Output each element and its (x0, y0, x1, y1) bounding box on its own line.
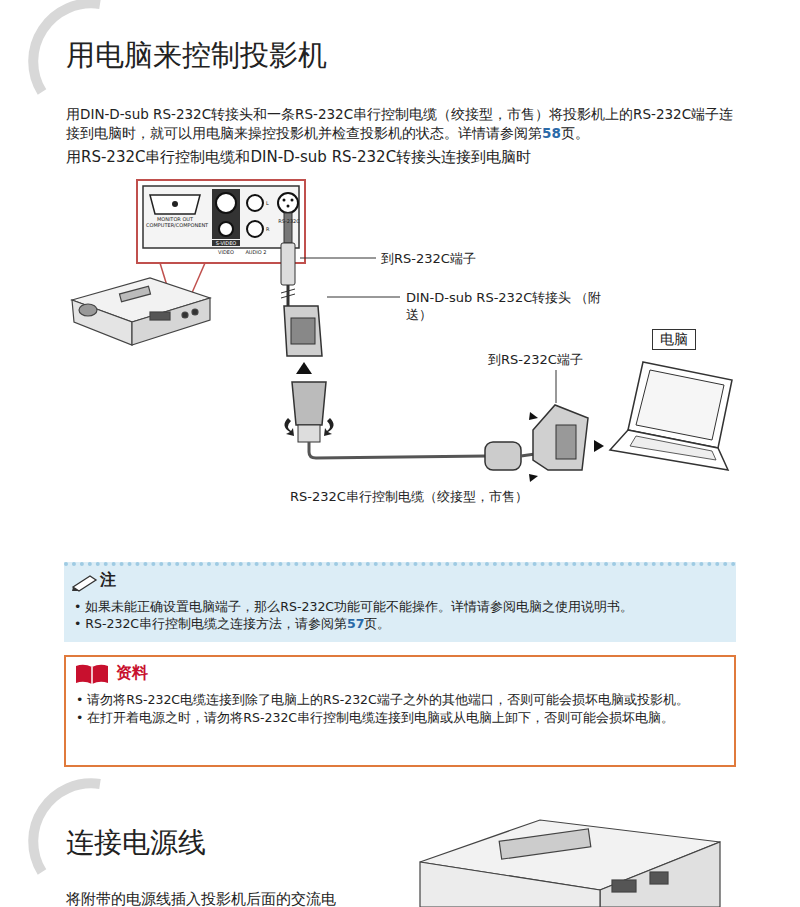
info-body: • 请勿将RS-232C电缆连接到除了电脑上的RS-232C端子之外的其他端口，… (66, 657, 734, 735)
note-text: 页。 (364, 616, 390, 631)
callout-label: 到RS-232C端子 (488, 351, 583, 369)
port-label: VIDEO (212, 249, 240, 255)
intro-paragraph: 用DIN-D-sub RS-232C转接头和一条RS-232C串行控制电缆（绞接… (66, 105, 742, 143)
info-item: • 请勿将RS-232C电缆连接到除了电脑上的RS-232C端子之外的其他端口，… (76, 691, 724, 709)
port-label: RS-232C (275, 218, 303, 224)
intro-text: 用DIN-D-sub RS-232C转接头和一条RS-232C串行控制电缆（绞接… (66, 106, 733, 141)
info-heading: 资料 (116, 663, 148, 684)
rear-panel (143, 186, 299, 248)
page-title: 用电脑来控制投影机 (66, 38, 327, 72)
body-text: 将附带的电源线插入投影机后面的交流电 (66, 890, 336, 907)
note-body: • 如果未能正确设置电脑端子，那么RS-232C功能可能不能操作。详情请参阅电脑… (64, 566, 736, 640)
callout-label: 到RS-232C端子 (381, 250, 476, 268)
computer-label-box: 电脑 (652, 329, 696, 350)
cable-label: RS-232C串行控制电缆（绞接型，市售） (290, 488, 528, 506)
cable (309, 442, 487, 458)
leader-line (556, 370, 557, 403)
arrow (296, 362, 312, 374)
note-item: • RS-232C串行控制电缆之连接方法，请参阅第57页。 (74, 615, 726, 632)
panel-callout (137, 180, 305, 263)
projector (72, 278, 210, 345)
pencil-icon (70, 572, 100, 592)
page-ref: 57 (347, 616, 364, 631)
laptop (610, 362, 732, 470)
leader-line (327, 297, 400, 298)
adapter (284, 306, 322, 356)
port-label: L (266, 200, 269, 206)
port-label: R (266, 226, 269, 232)
info-item: • 在打开着电源之时，请勿将RS-232C串行控制电缆连接到电脑或从电脑上卸下，… (76, 709, 724, 727)
port-label: MONITOR OUT COMPUTER/COMPONENT (146, 216, 204, 228)
ferrite-core (485, 442, 521, 470)
info-panel: 资料 • 请勿将RS-232C电缆连接到除了电脑上的RS-232C端子之外的其他端… (64, 655, 736, 767)
arrow (594, 440, 604, 452)
projector-bottom (420, 820, 720, 907)
pc-connector (533, 405, 588, 470)
db9-plug (292, 382, 326, 425)
note-panel: 注 • 如果未能正确设置电脑端子，那么RS-232C功能可能不能操作。详情请参阅电… (64, 562, 736, 642)
note-heading: 注 (100, 570, 116, 591)
book-icon (74, 663, 110, 685)
note-text: • RS-232C串行控制电缆之连接方法，请参阅第 (74, 616, 347, 631)
audio-l (247, 195, 263, 211)
callout-label: DIN-D-sub RS-232C转接头 （附送） (406, 289, 606, 323)
port-label: S-VIDEO (212, 240, 240, 246)
node-label: 电脑 (660, 331, 688, 349)
intro-text: 页。 (561, 125, 589, 141)
port-label: AUDIO 2 (243, 249, 269, 255)
rs232-port (278, 193, 298, 213)
audio-r (247, 221, 263, 237)
page-ref: 58 (542, 125, 561, 141)
section-heading: 连接电源线 (66, 824, 206, 862)
title-text: 用电脑来控制投影机 (66, 38, 327, 72)
mini-din-plug (281, 243, 295, 285)
svideo-block (212, 189, 240, 239)
subheading: 用RS-232C串行控制电缆和DIN-D-sub RS-232C转接头连接到电脑… (66, 148, 531, 167)
vga-port (150, 195, 200, 214)
note-item: • 如果未能正确设置电脑端子，那么RS-232C功能可能不能操作。详情请参阅电脑… (74, 598, 726, 615)
leader-line (300, 258, 376, 259)
